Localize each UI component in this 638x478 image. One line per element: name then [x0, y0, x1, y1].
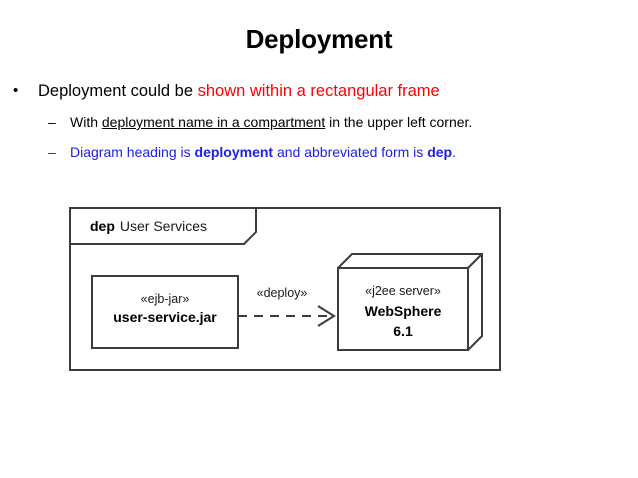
artifact-stereotype: «ejb-jar»	[141, 292, 190, 306]
deployment-diagram: dep User Services «ejb-jar» user-service.…	[60, 196, 520, 386]
dash-marker-icon: –	[48, 114, 56, 130]
page-title: Deployment	[245, 24, 393, 54]
deploy-dependency-arrowhead	[317, 305, 336, 327]
bullet-list: • Deployment could be shown within a rec…	[0, 80, 638, 172]
frame-heading-compartment	[69, 207, 257, 245]
dash-marker-icon: –	[48, 144, 56, 160]
node-top-face	[337, 253, 483, 269]
bullet-heading-part1: Diagram heading is	[70, 144, 195, 160]
bullet-level2-prefix: With	[70, 114, 102, 130]
bullet-level1-text-plain: Deployment could be	[38, 82, 198, 100]
frame-heading-name: User Services	[120, 218, 207, 234]
frame-heading-keyword: dep	[90, 218, 115, 234]
node-name-line2: 6.1	[393, 323, 413, 339]
bullet-heading-part3: .	[452, 144, 456, 160]
bullet-level2-compartment: – With deployment name in a compartment …	[0, 112, 638, 132]
bullet-level1-text-highlight: shown within a rectangular frame	[197, 82, 440, 100]
frame-heading-text: dep User Services	[90, 218, 207, 234]
artifact-name: user-service.jar	[113, 309, 217, 325]
bullet-heading-part2: and abbreviated form is	[273, 144, 428, 160]
bullet-heading-keyword: deployment	[194, 144, 274, 160]
bullet-heading-abbreviation: dep	[427, 144, 453, 160]
node-stereotype: «j2ee server»	[365, 284, 441, 298]
bullet-level2-heading: – Diagram heading is deployment and abbr…	[0, 142, 638, 162]
artifact-box	[91, 275, 239, 349]
node-front-face	[337, 267, 469, 351]
bullet-marker-icon: •	[13, 82, 19, 99]
deploy-dependency-label: «deploy»	[257, 286, 308, 300]
node-side-face	[467, 253, 483, 351]
node-name-line1: WebSphere	[365, 303, 442, 319]
bullet-level2-suffix: in the upper left corner.	[325, 114, 473, 130]
bullet-level2-underlined-phrase: deployment name in a compartment	[101, 114, 326, 130]
bullet-level1: • Deployment could be shown within a rec…	[0, 80, 638, 102]
